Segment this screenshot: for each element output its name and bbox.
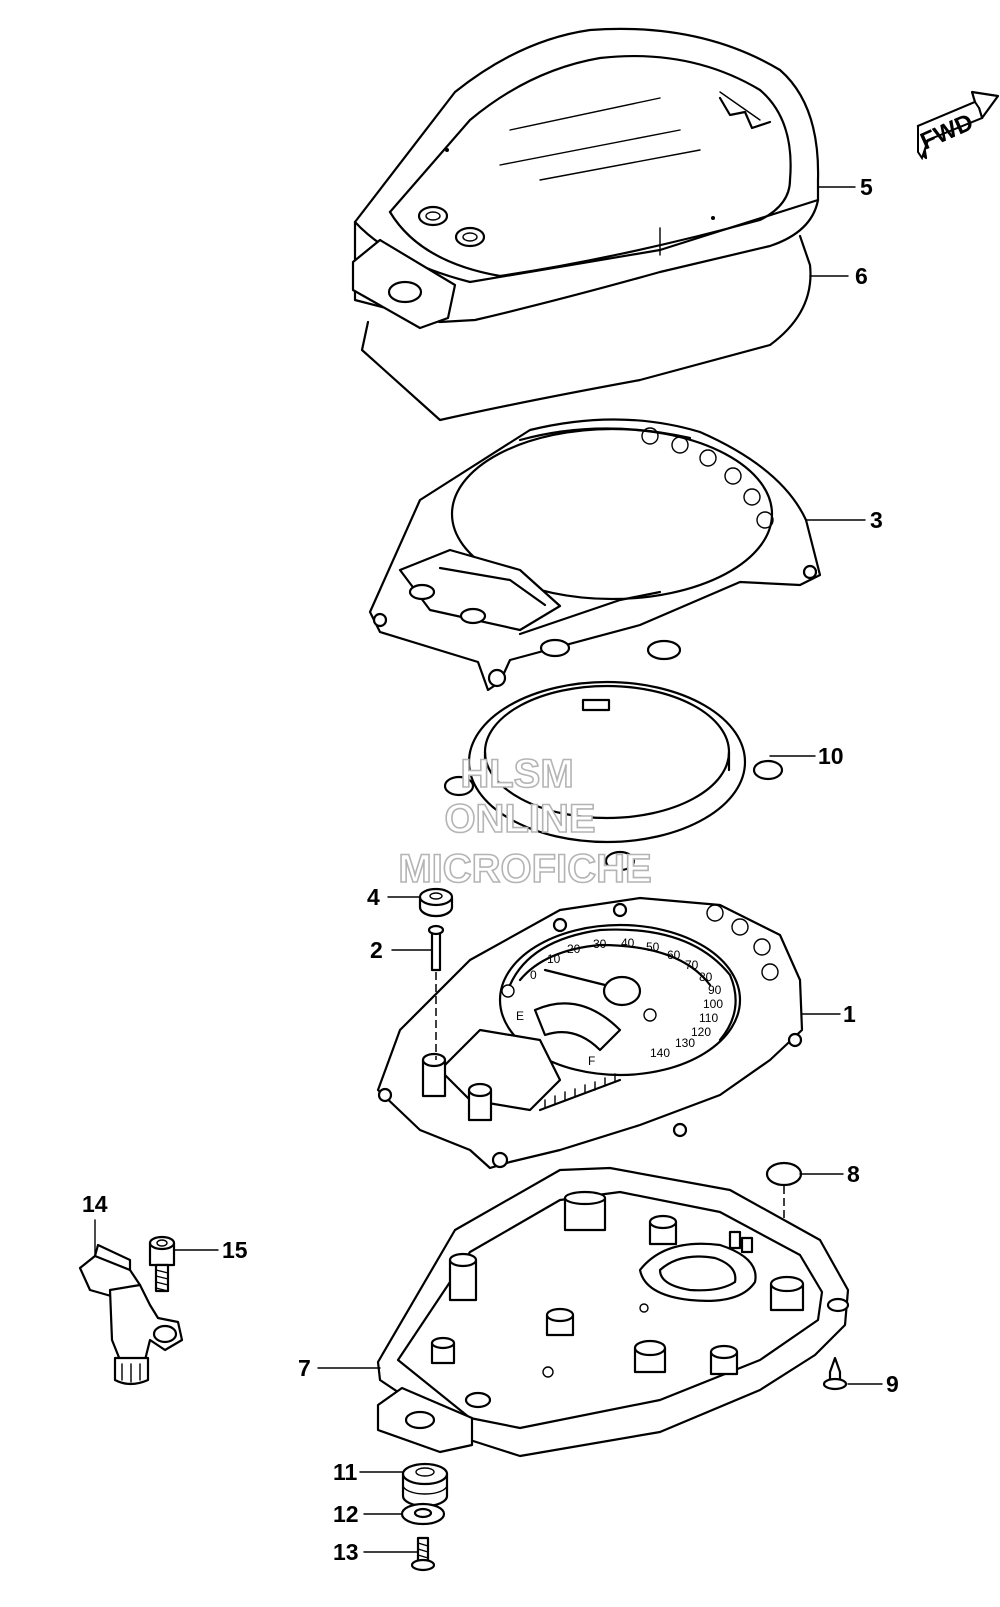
callout-leaders: [94, 186, 883, 1553]
part-9-screw: [822, 1356, 848, 1391]
dial-number: 80: [699, 970, 713, 984]
watermark: HLSM ONLINE MICROFICHE: [398, 751, 653, 892]
callout-10: 10: [818, 743, 844, 769]
dial-number: 120: [691, 1025, 711, 1039]
watermark-line-1: HLSM: [460, 752, 573, 796]
callout-6: 6: [855, 263, 868, 289]
callout-2: 2: [370, 937, 383, 963]
part-11-grommet: [401, 1462, 449, 1508]
callout-5: 5: [860, 174, 873, 200]
part-10-ring: [443, 680, 784, 872]
part-13-screw: [410, 1536, 436, 1572]
callout-4: 4: [367, 884, 380, 910]
callout-1: 1: [843, 1001, 856, 1027]
dial-number: 90: [708, 983, 722, 997]
part-1-meter-assembly: 0 10 20 30 40 50 60 70 80 90 100 110 120…: [376, 896, 804, 1170]
callout-8: 8: [847, 1161, 860, 1187]
part-7-lower-case: [376, 1166, 850, 1458]
fuel-empty-mark: E: [516, 1009, 524, 1023]
callout-12: 12: [333, 1501, 359, 1527]
callout-15: 15: [222, 1237, 248, 1263]
fwd-arrow-icon: FWD: [916, 90, 1000, 161]
watermark-line-3: MICROFICHE: [398, 847, 651, 891]
part-5-meter-cover: [351, 27, 820, 330]
callout-13: 13: [333, 1539, 359, 1565]
callout-11: 11: [333, 1459, 358, 1485]
part-15-screw: [148, 1235, 176, 1293]
dial-numbers: 0 10 20 30 40 50 60 70 80 90 100 110 120…: [516, 936, 723, 1068]
part-14-sensor: [78, 1243, 184, 1386]
dial-number: 140: [650, 1046, 670, 1060]
part-4-grommet: [418, 887, 454, 918]
callout-3: 3: [870, 507, 883, 533]
dial-number: 70: [685, 958, 699, 972]
part-12-washer: [400, 1502, 446, 1526]
dial-number: 110: [699, 1011, 718, 1025]
dial-number: 130: [675, 1036, 695, 1050]
dial-number: 60: [667, 948, 681, 962]
dial-number: 40: [621, 936, 635, 950]
dial-number: 10: [547, 952, 561, 966]
watermark-line-2: ONLINE: [444, 797, 595, 841]
dial-number: 50: [646, 940, 660, 954]
dial-number: 20: [567, 942, 581, 956]
callout-14: 14: [82, 1191, 108, 1217]
dial-number: 100: [703, 997, 723, 1011]
callout-9: 9: [886, 1371, 899, 1397]
fuel-full-mark: F: [588, 1054, 595, 1068]
callout-7: 7: [298, 1355, 311, 1381]
callout-labels: 5 6 3 10 4 2 1 8 14 15 7 9 11 12 13: [82, 174, 899, 1565]
dial-number: 0: [530, 968, 537, 982]
dial-number: 30: [593, 937, 607, 951]
part-6-gasket: [360, 234, 812, 422]
part-3-meter-case: [368, 418, 822, 692]
